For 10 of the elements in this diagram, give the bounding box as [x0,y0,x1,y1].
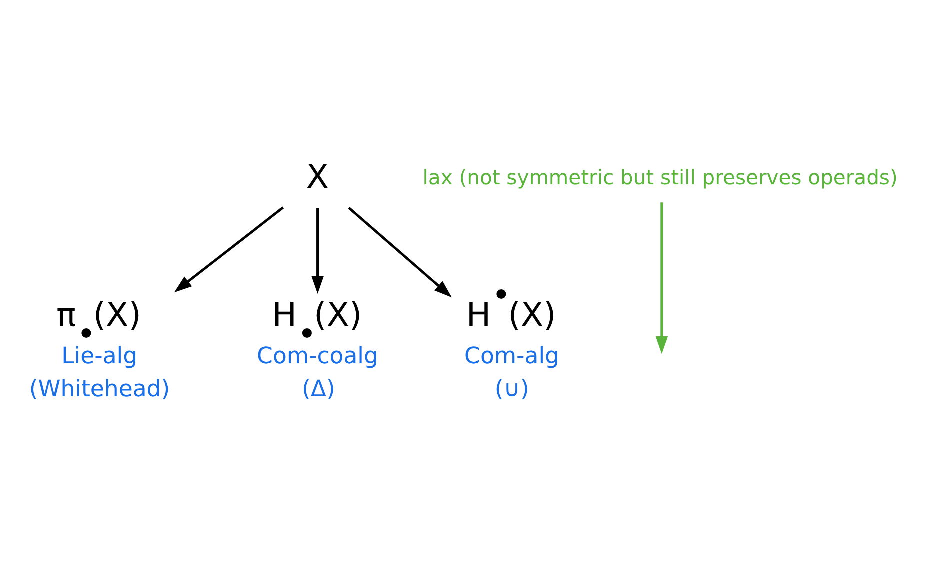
node-label: (Whitehead) [29,376,170,402]
node-label: (Δ) [302,376,336,402]
node-text: X [306,156,329,196]
arrow [312,208,324,294]
node-label: Com-alg [464,342,560,369]
arrow [348,206,452,298]
node-label: (∪) [494,376,530,402]
arrow [174,206,284,292]
arrow [656,202,668,354]
node-text: lax (not symmetric but still preserves operads) [422,164,898,189]
